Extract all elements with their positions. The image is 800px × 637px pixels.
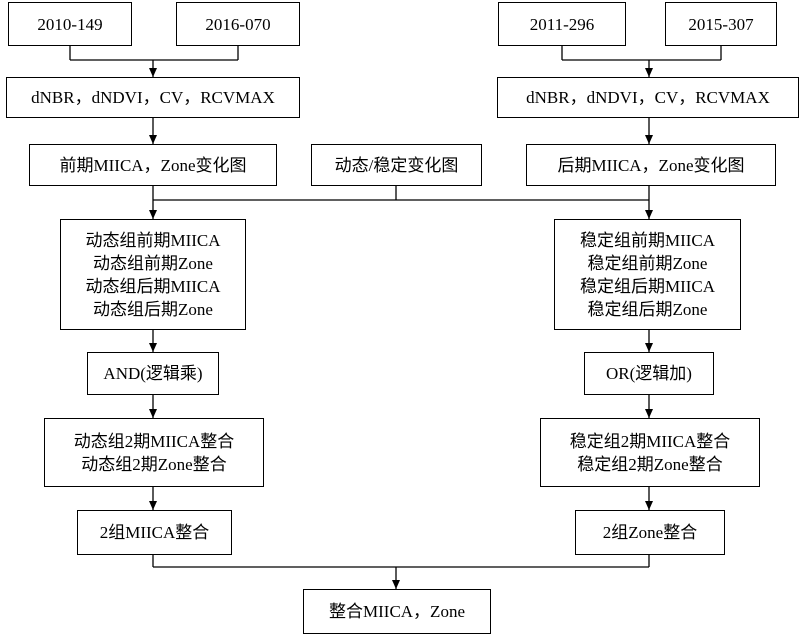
- node-2015-307: 2015-307: [665, 2, 777, 46]
- node-stable-merge: 稳定组2期MIICA整合 稳定组2期Zone整合: [540, 418, 760, 487]
- node-pre-change-map: 前期MIICA，Zone变化图: [29, 144, 277, 186]
- node-label: 2016-070: [205, 14, 271, 34]
- node-line: 稳定组后期MIICA: [579, 276, 716, 296]
- node-stable-group: 稳定组前期MIICA 稳定组前期Zone 稳定组后期MIICA 稳定组后期Zon…: [554, 219, 741, 330]
- node-dynamic-merge: 动态组2期MIICA整合 动态组2期Zone整合: [44, 418, 264, 487]
- node-label: dNBR，dNDVI，CV，RCVMAX: [31, 88, 275, 107]
- node-2016-070: 2016-070: [176, 2, 300, 46]
- node-line: 稳定组2期MIICA整合: [569, 431, 731, 451]
- node-line: 动态组前期Zone: [93, 253, 213, 273]
- node-label: 2015-307: [688, 14, 754, 34]
- node-post-change-map: 后期MIICA，Zone变化图: [526, 144, 776, 186]
- node-line: 稳定组前期Zone: [587, 253, 708, 273]
- node-miica-merge: 2组MIICA整合: [77, 510, 232, 555]
- node-label: dNBR，dNDVI，CV，RCVMAX: [526, 88, 770, 107]
- node-label: OR(逻辑加): [606, 364, 692, 383]
- node-zone-merge: 2组Zone整合: [575, 510, 725, 555]
- node-label: 2组Zone整合: [602, 523, 698, 542]
- node-2010-149: 2010-149: [8, 2, 132, 46]
- node-label: 前期MIICA，Zone变化图: [59, 155, 247, 175]
- node-line: 稳定组后期Zone: [587, 299, 708, 319]
- node-line: 动态组后期MIICA: [85, 276, 221, 296]
- node-dynamic-stable-map: 动态/稳定变化图: [311, 144, 482, 186]
- node-label: 2011-296: [529, 14, 595, 34]
- node-label: 整合MIICA，Zone: [329, 602, 465, 621]
- node-line: 动态组2期MIICA整合: [73, 431, 235, 451]
- node-line: 稳定组2期Zone整合: [577, 454, 723, 474]
- node-or-operator: OR(逻辑加): [584, 352, 714, 395]
- node-line: 动态组后期Zone: [93, 299, 213, 319]
- node-line: 稳定组前期MIICA: [579, 230, 716, 250]
- node-2011-296: 2011-296: [498, 2, 626, 46]
- node-label: AND(逻辑乘): [103, 364, 203, 383]
- node-label: 2010-149: [37, 14, 103, 34]
- node-dynamic-group: 动态组前期MIICA 动态组前期Zone 动态组后期MIICA 动态组后期Zon…: [60, 219, 246, 330]
- node-index-right: dNBR，dNDVI，CV，RCVMAX: [497, 77, 799, 118]
- node-label: 2组MIICA整合: [99, 523, 210, 542]
- node-line: 动态组2期Zone整合: [81, 454, 227, 474]
- node-final-output: 整合MIICA，Zone: [303, 589, 491, 634]
- node-label: 动态/稳定变化图: [334, 155, 459, 175]
- node-index-left: dNBR，dNDVI，CV，RCVMAX: [6, 77, 300, 118]
- node-and-operator: AND(逻辑乘): [87, 352, 219, 395]
- node-label: 后期MIICA，Zone变化图: [557, 155, 745, 175]
- node-line: 动态组前期MIICA: [85, 230, 221, 250]
